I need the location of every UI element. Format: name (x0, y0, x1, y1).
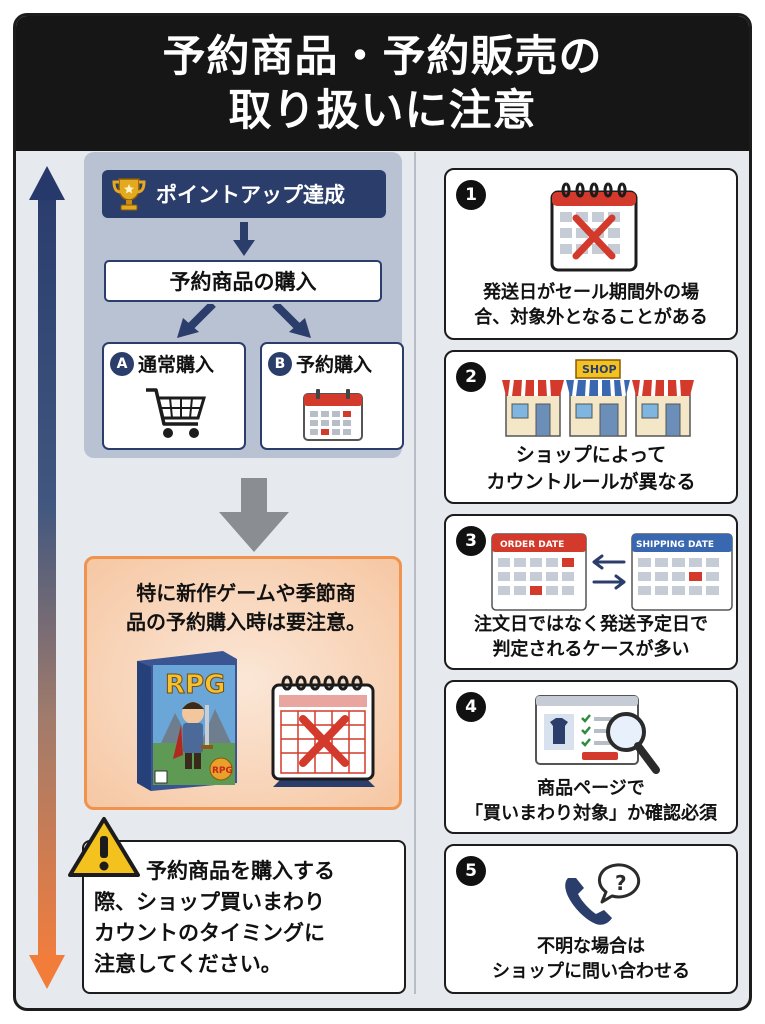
calendar-x-icon (271, 675, 375, 787)
note-line-3: カウントのタイミングに (94, 921, 325, 945)
step-card-2: 2 SHOP ショップによって カウントルールが異なる (444, 350, 738, 504)
step-number-1: 1 (456, 180, 486, 210)
order-vs-shipping-date-icon: ORDER DATE SHIPPING DATE (491, 533, 733, 611)
step-1-line-1: 発送日がセール期間外の場 (483, 282, 699, 303)
shipping-date-label: SHIPPING DATE (636, 540, 714, 550)
step-5-line-1: 不明な場合は (537, 936, 645, 957)
note-line-1: 予約商品を購入する (146, 859, 335, 883)
note-line-2: 際、ショップ買いまわり (94, 890, 325, 914)
timing-note-box: 予約商品を購入する 際、ショップ買いまわり カウントのタイミングに 注意してくだ… (82, 840, 406, 994)
purchase-flow-panel: ポイントアップ達成 予約商品の購入 A 通常購入 B 予約購入 (84, 152, 404, 458)
step-2-line-2: カウントルールが異なる (486, 471, 696, 493)
step-3-line-1: 注文日ではなく発送予定日で (474, 614, 708, 635)
calendar-x-icon (550, 182, 638, 272)
trophy-icon (112, 178, 146, 211)
shopping-cart-icon (146, 388, 207, 438)
step-number-5: 5 (456, 856, 486, 886)
big-down-arrow-icon (219, 478, 289, 552)
option-reserve-purchase: B 予約購入 (260, 342, 404, 450)
step-4-text: 商品ページで 「買いまわり対象」か確認必須 (452, 776, 730, 826)
step-1-line-2: 合、対象外となることがある (474, 307, 708, 328)
product-page-magnifier-icon (535, 695, 660, 774)
badge-b: B (268, 351, 292, 376)
timing-note-text: 予約商品を購入する 際、ショップ買いまわり カウントのタイミングに 注意してくだ… (94, 856, 400, 980)
step-3-line-2: 判定されるケースが多い (492, 639, 690, 660)
shop-sign-text: SHOP (582, 363, 617, 376)
note-line-4: 注意してください。 (94, 952, 282, 976)
calendar-icon (303, 389, 363, 441)
step-3-text: 注文日ではなく発送予定日で 判定されるケースが多い (452, 612, 730, 662)
title-line-1: 予約商品・予約販売の (162, 31, 603, 82)
title-line-2: 取り扱いに注意 (228, 85, 537, 136)
step-2-line-1: ショップによって (515, 444, 667, 466)
flow-arrow-down (233, 222, 255, 256)
step-card-4: 4 商品ページで 「買いまわり対象」か確認必須 (444, 680, 738, 834)
arrow-up-icon (29, 166, 65, 200)
question-mark-glyph: ? (615, 871, 627, 895)
step-4-line-1: 商品ページで (537, 778, 645, 799)
column-divider (414, 152, 416, 994)
timeline-arrow-shaft (38, 198, 56, 960)
step-number-4: 4 (456, 692, 486, 722)
point-up-banner: ポイントアップ達成 (102, 170, 386, 218)
badge-a: A (110, 351, 134, 376)
step-5-line-2: ショップに問い合わせる (492, 961, 690, 982)
step-number-2: 2 (456, 362, 486, 392)
title-bar: 予約商品・予約販売の 取り扱いに注意 (16, 16, 749, 151)
step-4-line-2: 「買いまわり対象」か確認必須 (465, 803, 717, 824)
step-number-3: 3 (456, 526, 486, 556)
reserved-purchase-box: 予約商品の購入 (104, 260, 382, 302)
warning-line-2: 品の予約購入時は要注意。 (126, 610, 366, 634)
order-date-label: ORDER DATE (500, 540, 564, 550)
seasonal-warning-panel: 特に新作ゲームや季節商 品の予約購入時は要注意。 RPG RPG (84, 556, 402, 810)
point-up-label: ポイントアップ達成 (156, 183, 345, 207)
step-card-1: 1 発送日がセール期間外の場 合、対象外となることがある (444, 168, 738, 340)
shop-icon: SHOP (502, 359, 694, 437)
rpg-badge-text: RPG (212, 766, 233, 776)
option-b-label: 予約購入 (296, 354, 373, 376)
caution-icon (68, 817, 140, 877)
step-2-text: ショップによって カウントルールが異なる (452, 442, 730, 496)
step-5-text: 不明な場合は ショップに問い合わせる (452, 934, 730, 984)
step-card-3: 3 ORDER DATE SHIPPING DATE 注文日ではなく発送予定日で… (444, 514, 738, 670)
step-1-text: 発送日がセール期間外の場 合、対象外となることがある (452, 280, 730, 330)
arrow-down-icon (29, 955, 65, 989)
flow-split-arrows (177, 304, 311, 338)
option-a-label: 通常購入 (138, 354, 215, 376)
option-normal-purchase: A 通常購入 (102, 342, 246, 450)
rpg-title-text: RPG (165, 670, 225, 700)
phone-question-icon: ? (565, 863, 641, 925)
seasonal-warning-text: 特に新作ゲームや季節商 品の予約購入時は要注意。 (101, 579, 391, 637)
exchange-arrows-icon (592, 554, 626, 590)
step-card-5: 5 ? 不明な場合は ショップに問い合わせる (444, 844, 738, 994)
rpg-game-box-illustration: RPG RPG (137, 651, 237, 791)
warning-line-1: 特に新作ゲームや季節商 (136, 581, 356, 605)
